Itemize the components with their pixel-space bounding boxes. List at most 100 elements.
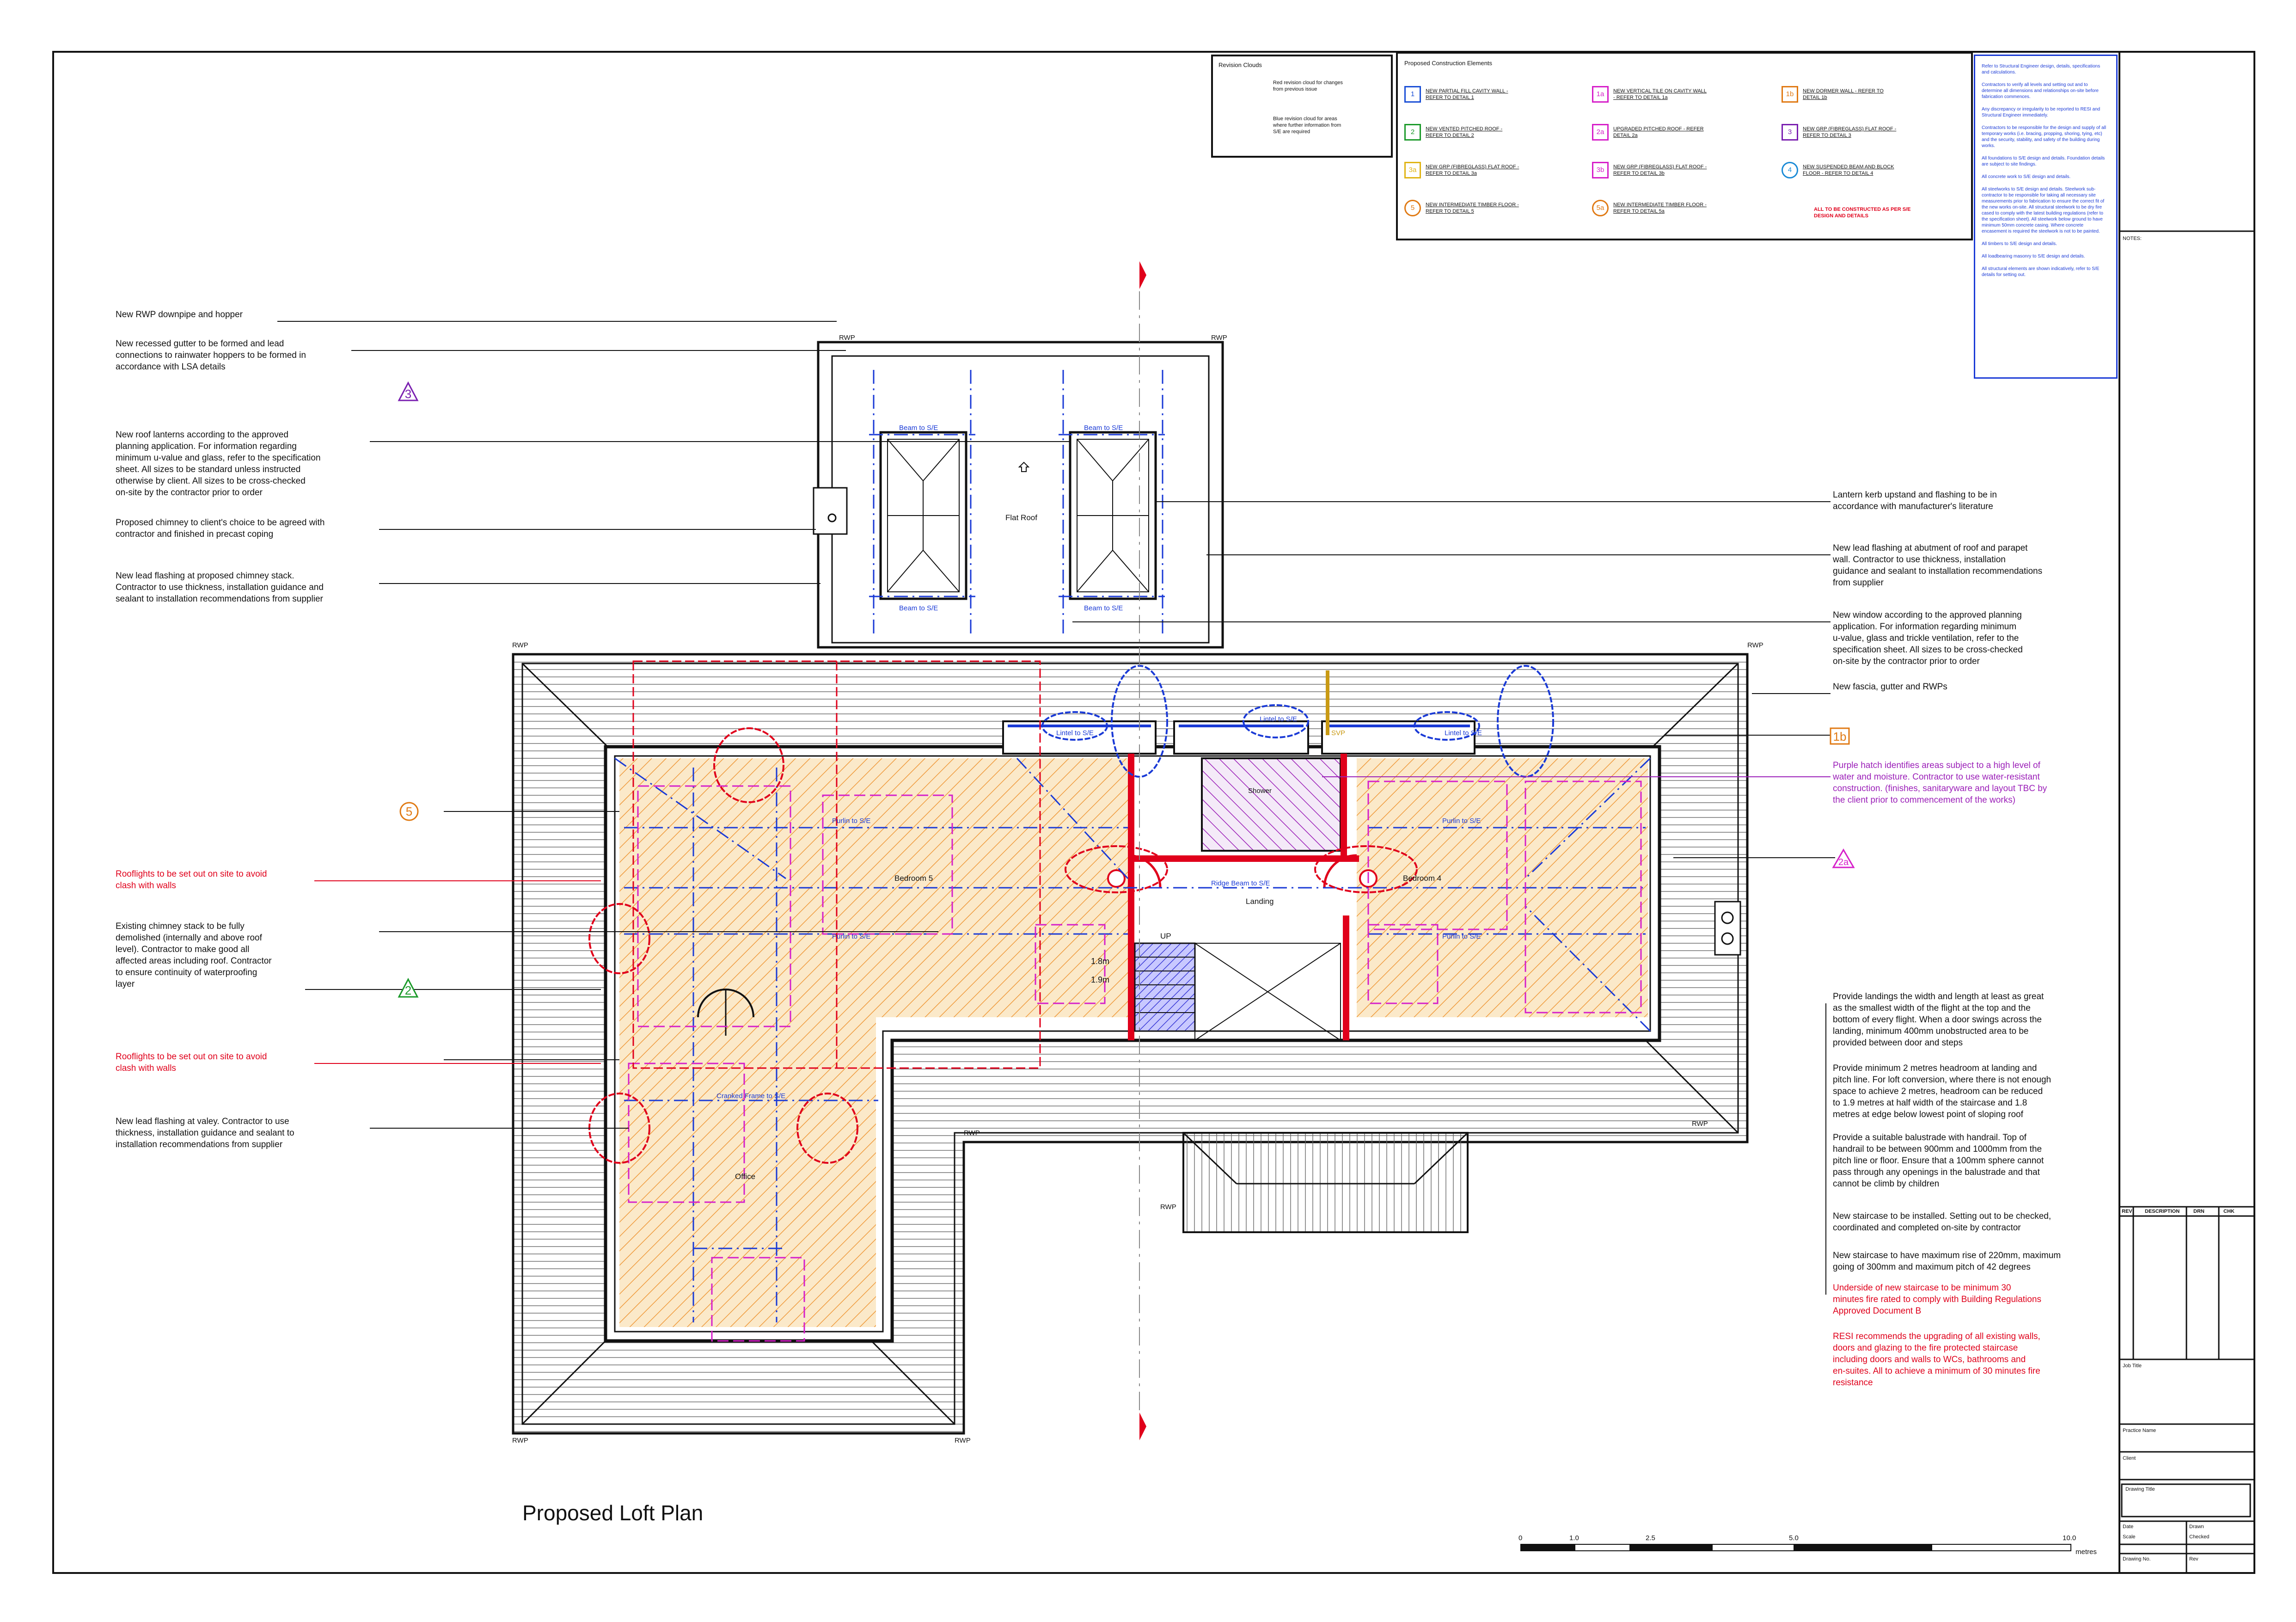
se-note-line: Refer to Structural Engineer design, det… bbox=[1982, 64, 2100, 75]
date-label: Date bbox=[2123, 1524, 2134, 1530]
rwp-label: RWP bbox=[839, 334, 855, 342]
lintel-label: Lintel to S/E bbox=[1056, 729, 1094, 737]
construction-element-text: NEW INTERMEDIATE TIMBER FLOOR - REFER TO… bbox=[1426, 202, 1519, 214]
landing-label: Landing bbox=[1246, 897, 1274, 906]
se-note-line: All loadbearing masonry to S/E design an… bbox=[1982, 254, 2085, 259]
red-cloud-text: Red revision cloud for changes from prev… bbox=[1273, 80, 1343, 92]
triangle-tag-icon: 3b bbox=[1592, 162, 1609, 178]
right-note: RESI recommends the upgrading of all exi… bbox=[1833, 1332, 2040, 1388]
office-label: Office bbox=[735, 1172, 755, 1181]
construction-element-text: NEW GRP (FIBREGLASS) FLAT ROOF - REFER T… bbox=[1803, 126, 1897, 138]
headroom-19: 1.9m bbox=[1091, 975, 1109, 984]
rwp-label: RWP bbox=[1747, 641, 1763, 649]
triangle-tag-icon: 2 bbox=[1404, 124, 1421, 141]
right-note: Provide a suitable balustrade with handr… bbox=[1833, 1133, 2044, 1189]
left-note: Rooflights to be set out on site to avoi… bbox=[116, 1052, 267, 1073]
triangle-tag-icon: 3a bbox=[1404, 162, 1421, 178]
roof-lantern-left bbox=[879, 431, 967, 600]
circle-tag-icon: 4 bbox=[1782, 162, 1798, 178]
tag-5: 5 bbox=[406, 805, 412, 818]
rwp-label: RWP bbox=[964, 1129, 980, 1137]
plan-tags: 3 5 2 1b 2a bbox=[398, 381, 1855, 998]
se-note-line: All structural elements are shown indica… bbox=[1982, 266, 2100, 277]
headroom-18: 1.8m bbox=[1091, 957, 1109, 966]
construction-element-text: NEW PARTIAL FILL CAVITY WALL - REFER TO … bbox=[1426, 88, 1508, 100]
tag-2a: 2a bbox=[1838, 857, 1849, 867]
triangle-tag-icon: 2a bbox=[1592, 124, 1609, 141]
lintel-label: Lintel to S/E bbox=[1260, 715, 1297, 723]
notes-label: NOTES: bbox=[2123, 236, 2142, 241]
rwp-label: RWP bbox=[955, 1437, 971, 1444]
se-note-line: All timbers to S/E design and details. bbox=[1982, 241, 2057, 246]
ridge-beam-label: Ridge Beam to S/E bbox=[1211, 879, 1270, 887]
construction-footer: ALL TO BE CONSTRUCTED AS PER S/E DESIGN … bbox=[1814, 207, 1911, 219]
right-note: Purple hatch identifies areas subject to… bbox=[1833, 761, 2047, 805]
square-tag-icon: 1a bbox=[1592, 86, 1609, 103]
right-note: New lead flashing at abutment of roof an… bbox=[1833, 543, 2043, 588]
rev-header: REV bbox=[2122, 1209, 2132, 1214]
chk-header: CHK bbox=[2223, 1209, 2235, 1214]
scale-tick-3: 5.0 bbox=[1789, 1534, 1799, 1542]
revision-clouds-heading: Revision Clouds bbox=[1218, 61, 1262, 68]
rwp-label: RWP bbox=[512, 1437, 528, 1444]
beam-label: Beam to S/E bbox=[1084, 604, 1123, 612]
section-marker-top bbox=[1139, 261, 1146, 289]
beam-label: Beam to S/E bbox=[1084, 424, 1123, 432]
description-header: DESCRIPTION bbox=[2145, 1209, 2180, 1214]
right-note: New window according to the approved pla… bbox=[1833, 610, 2023, 666]
tag-2: 2 bbox=[405, 983, 411, 997]
right-note: Provide landings the width and length at… bbox=[1833, 992, 2044, 1048]
right-note: Underside of new staircase to be minimum… bbox=[1833, 1283, 2041, 1316]
scale-tick-4: 10.0 bbox=[2063, 1534, 2076, 1542]
se-note-line: All concrete work to S/E design and deta… bbox=[1982, 174, 2071, 179]
plan-labels: RWP RWP RWP RWP RWP RWP RWP RWP RWP Beam… bbox=[512, 334, 1763, 1444]
se-notes-panel: Refer to Structural Engineer design, det… bbox=[1974, 55, 2118, 379]
right-note: New staircase to have maximum rise of 22… bbox=[1833, 1251, 2061, 1272]
left-note: New roof lanterns according to the appro… bbox=[116, 430, 321, 498]
shower-label: Shower bbox=[1248, 787, 1272, 795]
se-note-line: Contractors to be responsible for the de… bbox=[1982, 125, 2106, 148]
beam-label: Beam to S/E bbox=[899, 424, 938, 432]
left-note: Rooflights to be set out on site to avoi… bbox=[116, 869, 267, 891]
scale-tick-0: 0 bbox=[1518, 1534, 1523, 1542]
drawing-title-label: Drawing Title bbox=[2125, 1487, 2155, 1492]
scale-label: Scale bbox=[2123, 1534, 2136, 1540]
right-note: New fascia, gutter and RWPs bbox=[1833, 682, 1947, 692]
title-block-lines bbox=[2119, 230, 2254, 1573]
construction-element-text: NEW INTERMEDIATE TIMBER FLOOR - REFER TO… bbox=[1613, 202, 1707, 214]
left-note: New lead flashing at valey. Contractor t… bbox=[116, 1117, 294, 1149]
circle-tag-icon: 5a bbox=[1592, 200, 1609, 216]
circle-tag-icon: 5 bbox=[1404, 200, 1421, 216]
construction-element-text: NEW GRP (FIBREGLASS) FLAT ROOF - REFER T… bbox=[1613, 164, 1707, 176]
scale-bar bbox=[1520, 1544, 2071, 1551]
client-label: Client bbox=[2123, 1456, 2136, 1461]
construction-element-text: NEW GRP (FIBREGLASS) FLAT ROOF - REFER T… bbox=[1426, 164, 1519, 176]
construction-heading: Proposed Construction Elements bbox=[1404, 60, 1493, 67]
square-tag-icon: 1b bbox=[1782, 86, 1798, 103]
drawn-label: Drawn bbox=[2189, 1524, 2204, 1530]
bedroom5-label: Bedroom 5 bbox=[894, 874, 933, 883]
left-note: New recessed gutter to be formed and lea… bbox=[116, 339, 306, 372]
beam-label: Beam to S/E bbox=[899, 604, 938, 612]
cranked-frame-label: Cranked Frame to S/E bbox=[716, 1092, 785, 1100]
triangle-tag-icon: 3 bbox=[1782, 124, 1798, 141]
scale-tick-2: 2.5 bbox=[1646, 1534, 1655, 1542]
purlin-label: Purlin to S/E bbox=[832, 817, 870, 825]
bedroom4-label: Bedroom 4 bbox=[1403, 874, 1441, 883]
drawing-no-label: Drawing No. bbox=[2123, 1556, 2151, 1562]
purlin-label: Purlin to S/E bbox=[1442, 817, 1481, 825]
left-note: New lead flashing at proposed chimney st… bbox=[116, 571, 324, 604]
left-note: New RWP downpipe and hopper bbox=[116, 310, 243, 319]
flat-roof-area bbox=[813, 341, 1224, 649]
tag-1b: 1b bbox=[1833, 730, 1847, 743]
lintel-label: Lintel to S/E bbox=[1445, 729, 1482, 737]
construction-element-text: NEW SUSPENDED BEAM AND BLOCK FLOOR - REF… bbox=[1803, 164, 1894, 176]
up-label: UP bbox=[1160, 932, 1171, 940]
drn-header: DRN bbox=[2193, 1209, 2204, 1214]
section-marker-bottom bbox=[1139, 1413, 1146, 1440]
staircase bbox=[1134, 942, 1341, 1041]
scale-tick-1: 1.0 bbox=[1569, 1534, 1579, 1542]
blue-cloud-text: Blue revision cloud for areas where furt… bbox=[1273, 116, 1341, 135]
practice-name-label: Practice Name bbox=[2123, 1428, 2156, 1433]
